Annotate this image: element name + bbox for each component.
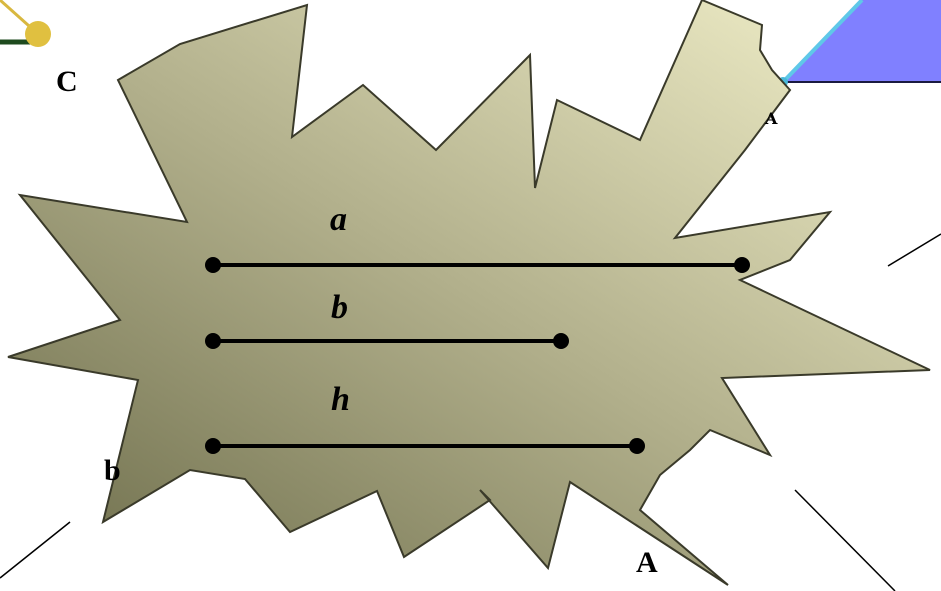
label-corner-a-small: A (764, 109, 778, 128)
construction-line (794, 489, 896, 591)
label-bottom-a: A (636, 546, 658, 579)
segment-b-start-point (205, 333, 221, 349)
segment-a-start-point (205, 257, 221, 273)
segment-b-end-point (553, 333, 569, 349)
segment-h (205, 438, 645, 454)
yellow-point (25, 21, 51, 47)
top-right-fragment (778, 0, 941, 87)
segment-b (205, 333, 569, 349)
top-left-fragment (0, 0, 51, 47)
construction-line (0, 521, 71, 579)
segment-a-end-point (734, 257, 750, 273)
label-corner-c: C (56, 65, 78, 98)
burst-shape (7, 0, 931, 586)
label-side-b: b (104, 454, 121, 487)
construction-line (887, 233, 941, 267)
segment-h-start-point (205, 438, 221, 454)
label-segment-a: a (330, 201, 347, 238)
triangle-shape (783, 0, 941, 82)
triangle-edge (781, 0, 864, 84)
label-segment-h: h (331, 381, 350, 418)
segment-a (205, 257, 750, 273)
segment-h-end-point (629, 438, 645, 454)
label-segment-b: b (331, 289, 348, 326)
